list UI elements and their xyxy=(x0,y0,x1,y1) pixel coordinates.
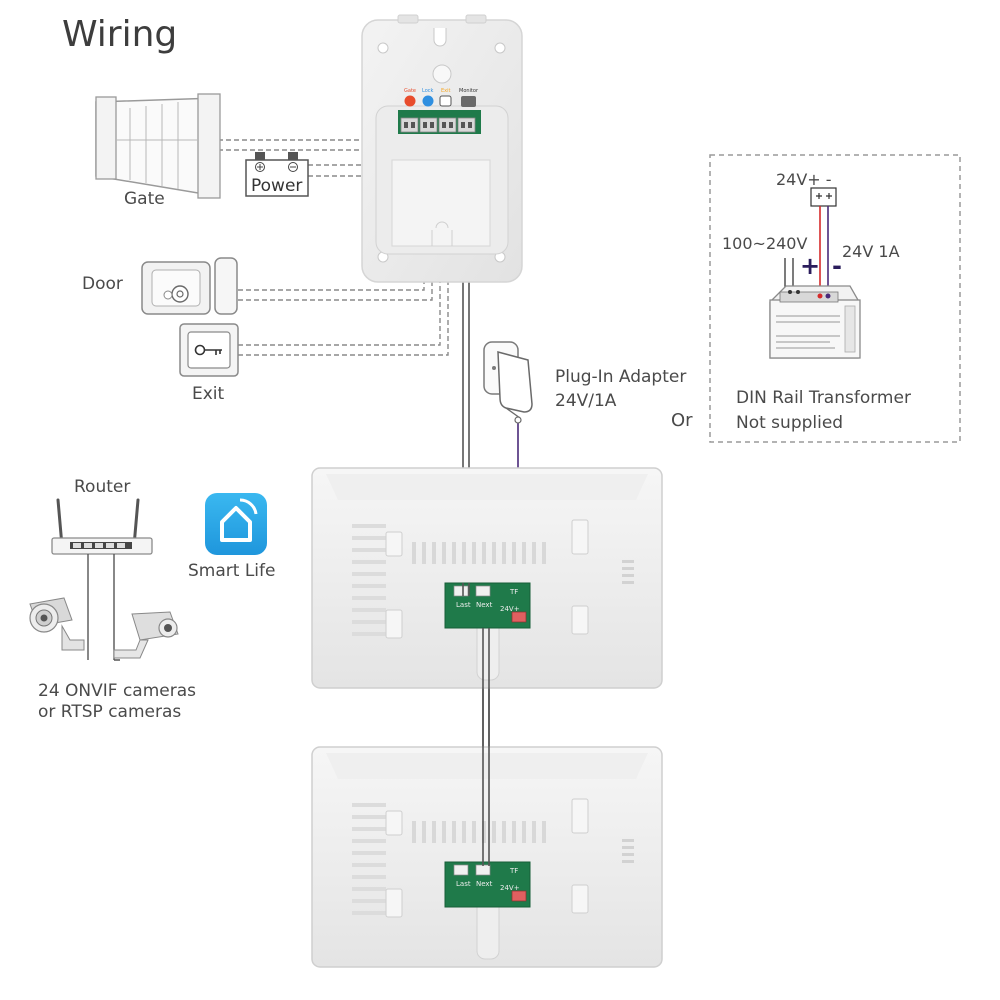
monitor-1-power-label: 24V+ xyxy=(500,605,520,613)
monitor-1-last-label: Last xyxy=(456,601,471,609)
din-label: DIN Rail Transformer Not supplied xyxy=(736,386,911,436)
smart-life-label: Smart Life xyxy=(188,561,276,581)
exit-button-icon xyxy=(179,323,239,377)
battery-icon xyxy=(245,152,309,197)
din-rail-transformer-icon xyxy=(769,187,861,359)
monitor-terminal-label: Monitor xyxy=(459,88,479,94)
page-title: Wiring xyxy=(62,14,178,55)
monitor-1-next-label: Next xyxy=(476,601,493,609)
cameras-label: 24 ONVIF cameras or RTSP cameras xyxy=(38,681,196,723)
or-label: Or xyxy=(671,410,693,431)
monitor-2-power-label: 24V+ xyxy=(500,884,520,892)
camera-icon xyxy=(113,611,179,659)
lock-terminal-label: Lock xyxy=(422,88,434,94)
gate-label: Gate xyxy=(124,189,165,209)
din-input-label: 100~240V xyxy=(722,234,808,253)
monitor-2-tf-label: TF xyxy=(509,867,518,875)
exit-terminal-icon xyxy=(439,95,452,107)
outdoor-unit: Gate Lock Exit Monitor xyxy=(361,14,523,283)
monitor-terminal-icon xyxy=(461,96,476,107)
din-output-label: 24V 1A xyxy=(842,242,900,261)
cameras-label-line2: or RTSP cameras xyxy=(38,702,182,722)
lock-terminal-icon xyxy=(422,95,434,107)
din-terminal-label: 24V+ - xyxy=(776,170,832,189)
terminal-block xyxy=(398,110,481,134)
din-label-line2: Not supplied xyxy=(736,413,844,433)
router-icon xyxy=(51,498,153,661)
cameras-label-line1: 24 ONVIF cameras xyxy=(38,681,197,701)
din-plus-sign: + xyxy=(800,252,821,280)
plug-adapter-icon xyxy=(483,341,533,424)
door-lock-icon xyxy=(141,257,238,315)
din-minus-sign: - xyxy=(832,252,842,280)
router-label: Router xyxy=(74,477,131,497)
exit-terminal-label: Exit xyxy=(441,88,451,94)
door-wire-2 xyxy=(238,125,433,301)
power-label: Power xyxy=(251,176,303,196)
indoor-monitor-1 xyxy=(311,467,663,689)
exit-label: Exit xyxy=(192,384,225,404)
camera-icon xyxy=(29,597,85,651)
monitor-2-next-label: Next xyxy=(476,880,493,888)
din-label-line1: DIN Rail Transformer xyxy=(736,388,911,408)
din-rail-section xyxy=(709,154,961,443)
gate-icon xyxy=(95,93,221,199)
gate-terminal-icon xyxy=(404,95,416,107)
adapter-label: Plug-In Adapter 24V/1A xyxy=(555,365,686,413)
terminal-icons xyxy=(404,95,476,107)
adapter-label-line2: 24V/1A xyxy=(555,391,617,411)
door-label: Door xyxy=(82,274,123,294)
gate-terminal-label: Gate xyxy=(404,88,416,94)
monitor-1-tf-label: TF xyxy=(509,588,518,596)
monitor-2-last-label: Last xyxy=(456,880,471,888)
smart-life-app-icon xyxy=(205,493,267,555)
indoor-monitor-2 xyxy=(311,746,663,968)
door-wire-1 xyxy=(238,149,456,291)
adapter-label-line1: Plug-In Adapter xyxy=(555,367,687,387)
